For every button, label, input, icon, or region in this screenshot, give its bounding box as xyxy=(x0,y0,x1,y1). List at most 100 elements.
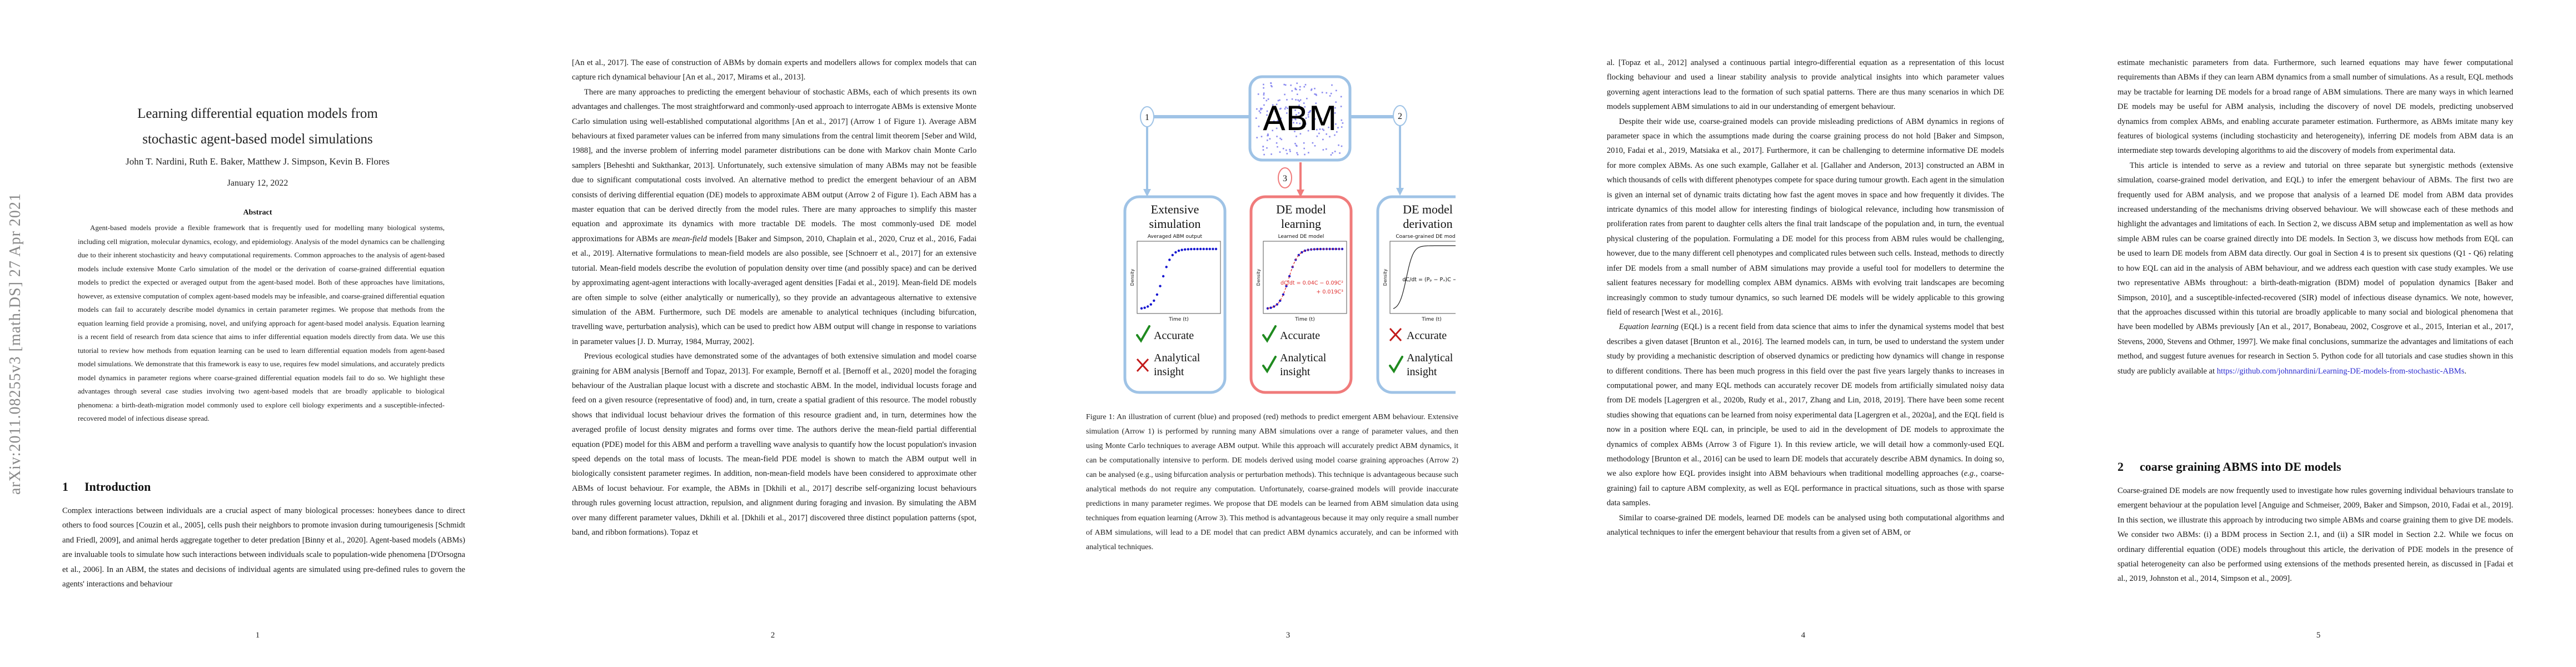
date: January 12, 2022 xyxy=(227,178,288,188)
insight-label-line-1: Analytical xyxy=(1280,352,1327,364)
insight-check-icon xyxy=(1389,356,1403,374)
agent-dot xyxy=(1262,149,1264,151)
agent-dot xyxy=(1315,102,1317,104)
agent-dot xyxy=(1294,118,1296,120)
abm-label: ABM xyxy=(1263,99,1337,138)
agent-dot xyxy=(1297,99,1299,101)
agent-dot xyxy=(1337,127,1339,129)
agent-dot xyxy=(1275,103,1278,106)
agent-dot xyxy=(1296,114,1297,116)
agent-dot xyxy=(1256,137,1258,138)
section-2-body: Coarse-grained DE models are now frequen… xyxy=(2117,484,2513,586)
agent-dot xyxy=(1296,88,1297,91)
insight-label-line-2: insight xyxy=(1280,366,1311,378)
agent-dot xyxy=(1284,93,1285,96)
text-run: (EQL) is a recent field from data scienc… xyxy=(1607,322,2004,479)
agent-dot xyxy=(1280,138,1283,141)
abstract-heading: Abstract xyxy=(243,208,272,217)
emphasis: Equation learning xyxy=(1619,322,1679,332)
agent-dot xyxy=(1265,99,1268,102)
agent-dot xyxy=(1261,108,1263,109)
agent-dot xyxy=(1314,118,1316,120)
agent-dot xyxy=(1322,149,1324,151)
plot-title: Learned DE model xyxy=(1278,234,1324,240)
agent-dot xyxy=(1291,90,1293,92)
data-point xyxy=(1171,253,1174,257)
data-point xyxy=(1208,247,1211,251)
agent-dot xyxy=(1275,127,1278,130)
agent-dot xyxy=(1309,110,1312,112)
data-point xyxy=(1140,307,1143,310)
agent-dot xyxy=(1330,154,1332,156)
section-number: 1 xyxy=(62,480,68,494)
agent-dot xyxy=(1339,152,1341,154)
agent-dot xyxy=(1303,147,1305,150)
arxiv-stamp: arXiv:2011.08255v3 [math.DS] 27 Apr 2021 xyxy=(7,193,24,495)
data-point xyxy=(1202,247,1205,251)
agent-dot xyxy=(1316,129,1318,131)
agent-dot xyxy=(1286,99,1288,101)
learned-model-curve xyxy=(1267,248,1342,309)
agent-dot xyxy=(1284,84,1287,86)
agent-dot xyxy=(1316,135,1318,137)
agent-dot xyxy=(1294,87,1296,89)
learned-equation-line-1: dC/dt = 0.04C − 0.09C² xyxy=(1280,280,1343,286)
paragraph: estimate mechanistic parameters from dat… xyxy=(2117,58,2513,156)
page-number: 2 xyxy=(770,631,775,640)
agent-dot xyxy=(1266,110,1268,112)
accurate-label: Accurate xyxy=(1154,330,1194,342)
insight-label-line-2: insight xyxy=(1154,366,1184,378)
agent-dot xyxy=(1270,84,1272,87)
abm-box xyxy=(1248,75,1352,162)
github-link[interactable]: https://github.com/johnnardini/Learning-… xyxy=(2216,366,2465,376)
page-2: [An et al., 2017]. The ease of construct… xyxy=(515,0,1030,667)
insight-check-icon xyxy=(1262,356,1277,374)
emphasis: e.g. xyxy=(1964,469,1976,479)
agent-dot xyxy=(1285,106,1287,108)
data-point xyxy=(1155,293,1159,296)
agent-dot xyxy=(1255,117,1257,119)
agent-dot xyxy=(1298,112,1300,114)
agent-dot xyxy=(1308,111,1311,112)
agent-dot xyxy=(1334,134,1336,136)
authors: John T. Nardini, Ruth E. Baker, Matthew … xyxy=(126,156,390,167)
data-point xyxy=(1162,275,1165,278)
agent-dot xyxy=(1262,146,1264,148)
agent-dot xyxy=(1256,108,1258,110)
arrow-3-head xyxy=(1297,190,1304,197)
agent-dot xyxy=(1318,132,1320,135)
data-point xyxy=(1149,303,1152,306)
agent-dot xyxy=(1308,152,1309,153)
agent-dot xyxy=(1321,118,1322,120)
agent-dot xyxy=(1263,87,1264,89)
agent-dot xyxy=(1329,95,1331,97)
agent-dot xyxy=(1307,114,1309,116)
agent-dot xyxy=(1296,122,1298,124)
plot-title: Coarse-grained DE model xyxy=(1396,234,1456,240)
agent-dot xyxy=(1303,142,1305,144)
data-point xyxy=(1285,285,1288,287)
agent-dot xyxy=(1334,112,1336,114)
method-title-line-1: Extensive xyxy=(1151,202,1199,216)
data-point xyxy=(1184,248,1187,251)
insight-cross-icon xyxy=(1136,358,1149,372)
agent-dot xyxy=(1332,152,1333,154)
accurate-label: Accurate xyxy=(1407,330,1447,342)
agent-dot xyxy=(1294,118,1297,121)
agent-dot xyxy=(1291,98,1293,100)
agent-dot xyxy=(1258,110,1260,112)
agent-dot xyxy=(1257,93,1259,95)
page-2-body: [An et al., 2017]. The ease of construct… xyxy=(572,56,976,540)
page-5-body: estimate mechanistic parameters from dat… xyxy=(2117,56,2513,379)
agent-dot xyxy=(1322,138,1324,141)
insight-label-line-2: insight xyxy=(1407,366,1437,378)
section-title: coarse graining ABMS into DE models xyxy=(2140,460,2341,474)
agent-dot xyxy=(1277,146,1278,148)
page-4-body: al. [Topaz et al., 2012] analysed a cont… xyxy=(1607,56,2004,540)
agent-dot xyxy=(1321,92,1323,93)
data-point xyxy=(1147,305,1149,308)
